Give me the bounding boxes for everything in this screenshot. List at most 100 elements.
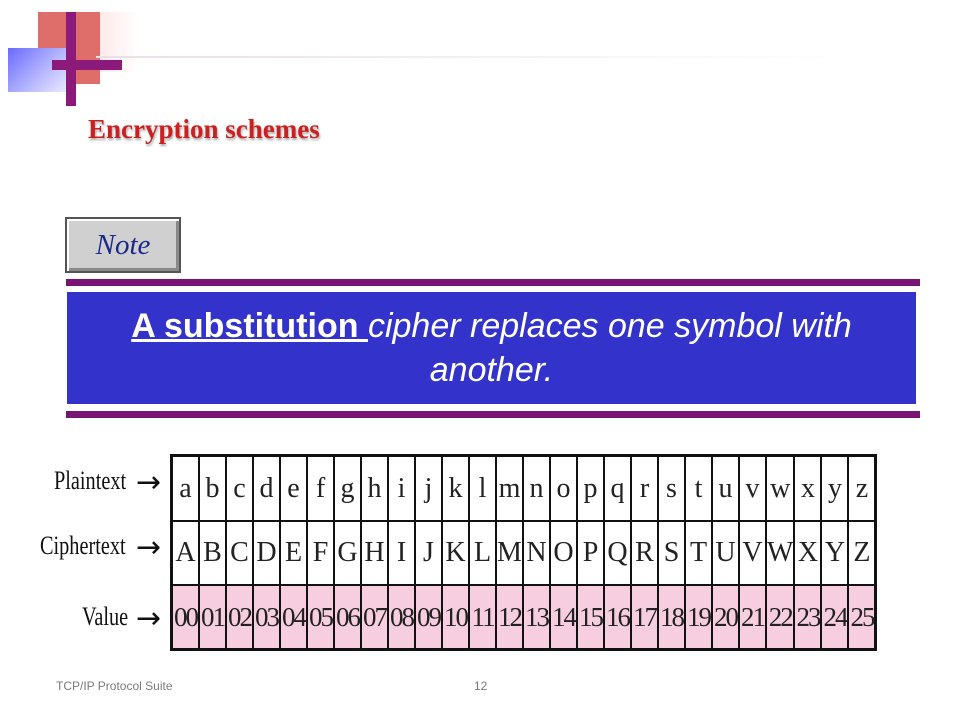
page-number: 12 bbox=[474, 679, 488, 693]
value-cell: 21 bbox=[738, 584, 767, 651]
plaintext-cell: x bbox=[793, 454, 823, 522]
ciphertext-cell: M bbox=[495, 520, 524, 586]
value-cell: 20 bbox=[711, 584, 740, 651]
plaintext-cell: g bbox=[333, 454, 362, 522]
bottom-divider-bar bbox=[66, 411, 920, 418]
note-label: Note bbox=[95, 228, 151, 261]
plaintext-cell: c bbox=[225, 454, 254, 522]
ciphertext-cell: E bbox=[279, 520, 308, 586]
value-cell: 09 bbox=[414, 584, 443, 651]
value-cell: 03 bbox=[252, 584, 281, 651]
top-divider-bar bbox=[66, 279, 920, 286]
plaintext-cell: q bbox=[603, 454, 632, 522]
value-label: Value bbox=[82, 602, 129, 631]
ciphertext-cell: H bbox=[360, 520, 389, 586]
ciphertext-cell: N bbox=[522, 520, 551, 586]
ciphertext-label: Ciphertext bbox=[40, 531, 126, 560]
right-arrow-icon: → bbox=[136, 601, 162, 636]
plaintext-cell: m bbox=[495, 454, 524, 522]
value-cell: 06 bbox=[333, 584, 362, 651]
value-cell: 22 bbox=[764, 584, 796, 651]
plaintext-cell: p bbox=[576, 454, 605, 522]
value-cell: 18 bbox=[657, 584, 686, 651]
value-cell: 16 bbox=[603, 584, 632, 651]
ciphertext-cell: G bbox=[333, 520, 362, 586]
plaintext-cell: k bbox=[441, 454, 470, 522]
value-cell: 04 bbox=[279, 584, 308, 651]
ciphertext-cell: S bbox=[657, 520, 686, 586]
ciphertext-cell: X bbox=[793, 520, 823, 586]
value-cell: 24 bbox=[820, 584, 850, 651]
plaintext-cell: a bbox=[170, 454, 200, 522]
statement-lead: A substitution bbox=[131, 307, 368, 345]
ciphertext-cell: O bbox=[549, 520, 578, 586]
value-cell: 19 bbox=[684, 584, 713, 651]
plaintext-cell: n bbox=[522, 454, 551, 522]
right-arrow-icon: → bbox=[136, 465, 162, 500]
slide-title: Encryption schemes bbox=[88, 114, 320, 144]
value-cell: 14 bbox=[549, 584, 578, 651]
value-cell: 17 bbox=[630, 584, 659, 651]
ciphertext-cell: W bbox=[764, 520, 796, 586]
ciphertext-cell: U bbox=[711, 520, 740, 586]
ciphertext-cell: Y bbox=[820, 520, 850, 586]
plaintext-cell: v bbox=[738, 454, 767, 522]
plaintext-cell: o bbox=[549, 454, 578, 522]
statement-rest: cipher replaces one symbol with another. bbox=[367, 307, 852, 389]
ciphertext-cell: Q bbox=[603, 520, 632, 586]
ciphertext-cell: J bbox=[414, 520, 443, 586]
statement-text: A substitution cipher replaces one symbo… bbox=[82, 304, 902, 392]
plaintext-cell: d bbox=[252, 454, 281, 522]
value-cell: 02 bbox=[225, 584, 254, 651]
plaintext-cell: t bbox=[684, 454, 713, 522]
value-cell: 13 bbox=[522, 584, 551, 651]
value-cell: 23 bbox=[793, 584, 823, 651]
value-cell: 25 bbox=[847, 584, 877, 651]
plaintext-cell: e bbox=[279, 454, 308, 522]
plaintext-cell: s bbox=[657, 454, 686, 522]
value-cell: 07 bbox=[360, 584, 389, 651]
statement-box: A substitution cipher replaces one symbo… bbox=[67, 292, 916, 404]
ciphertext-cell: F bbox=[306, 520, 335, 586]
value-cell: 12 bbox=[495, 584, 524, 651]
value-cell: 15 bbox=[576, 584, 605, 651]
corner-purple-vertical bbox=[66, 12, 76, 106]
ciphertext-cell: T bbox=[684, 520, 713, 586]
plaintext-cell: j bbox=[414, 454, 443, 522]
right-arrow-icon: → bbox=[136, 530, 162, 565]
value-cell: 00 bbox=[170, 584, 200, 651]
ciphertext-cell: V bbox=[738, 520, 767, 586]
plaintext-cell: r bbox=[630, 454, 659, 522]
plaintext-label: Plaintext bbox=[54, 466, 127, 495]
ciphertext-cell: L bbox=[468, 520, 497, 586]
plaintext-cell: u bbox=[711, 454, 740, 522]
ciphertext-cell: D bbox=[252, 520, 281, 586]
ciphertext-cell: K bbox=[441, 520, 470, 586]
ciphertext-cell: B bbox=[198, 520, 227, 586]
value-cell: 10 bbox=[441, 584, 470, 651]
ciphertext-cell: C bbox=[225, 520, 254, 586]
ciphertext-cell: P bbox=[576, 520, 605, 586]
ciphertext-cell: Z bbox=[847, 520, 877, 586]
plaintext-cell: l bbox=[468, 454, 497, 522]
corner-blue-square bbox=[8, 48, 66, 92]
ciphertext-cell: R bbox=[630, 520, 659, 586]
value-cell: 05 bbox=[306, 584, 335, 651]
plaintext-cell: i bbox=[387, 454, 416, 522]
ciphertext-cell: A bbox=[170, 520, 200, 586]
corner-purple-horizontal bbox=[52, 60, 122, 70]
note-box: Note bbox=[65, 217, 181, 273]
value-cell: 08 bbox=[387, 584, 416, 651]
footer-suite: TCP/IP Protocol Suite bbox=[56, 679, 173, 693]
plaintext-cell: h bbox=[360, 454, 389, 522]
value-cell: 01 bbox=[198, 584, 227, 651]
ciphertext-cell: I bbox=[387, 520, 416, 586]
value-cell: 11 bbox=[468, 584, 497, 651]
plaintext-cell: b bbox=[198, 454, 227, 522]
header-rule bbox=[96, 56, 856, 58]
plaintext-cell: w bbox=[764, 454, 796, 522]
